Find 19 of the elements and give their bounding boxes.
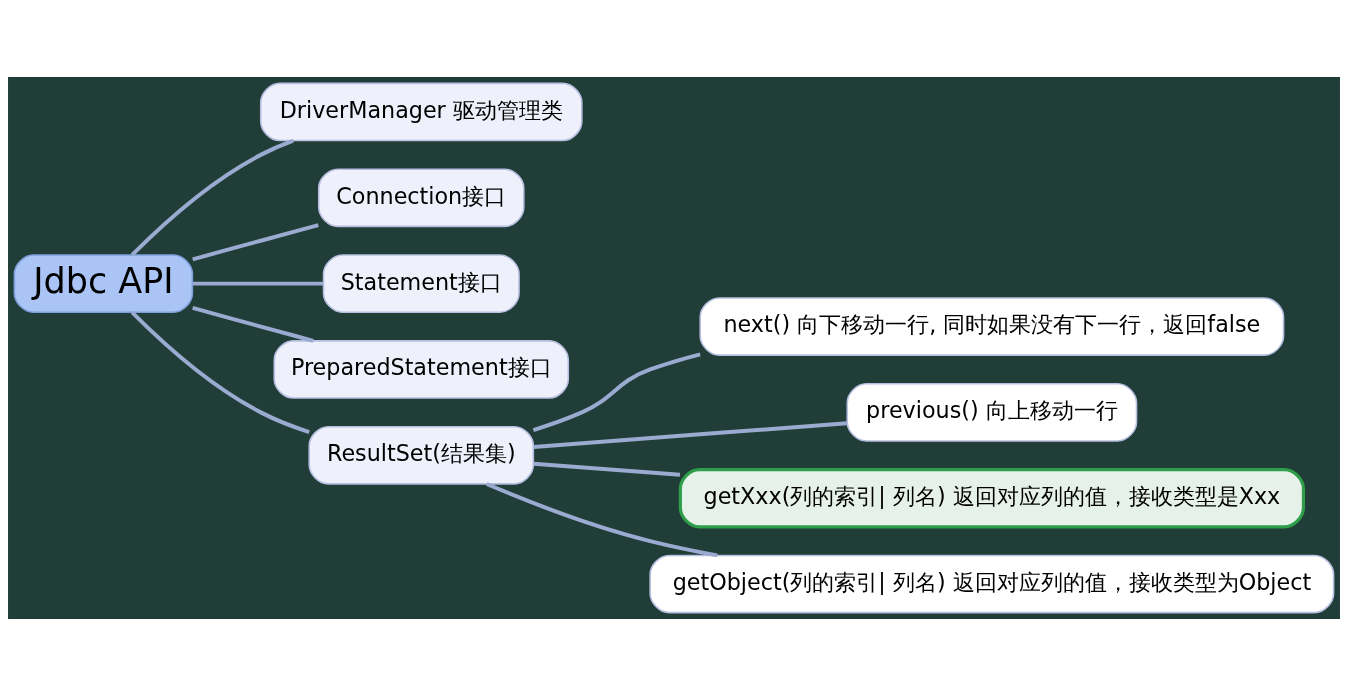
node-box: getObject(列的索引| 列名) 返回对应列的值，接收类型为Object <box>649 554 1335 614</box>
node-box: previous() 向上移动一行 <box>846 382 1138 442</box>
connector <box>130 311 310 434</box>
connector <box>533 461 681 477</box>
connector <box>192 281 324 286</box>
node-box: ResultSet(结果集) <box>308 425 535 485</box>
node-box: getXxx(列的索引| 列名) 返回对应列的值，接收类型是Xxx <box>678 468 1305 529</box>
node-box: PreparedStatement接口 <box>273 340 570 399</box>
node-box: Connection接口 <box>317 168 525 228</box>
node-box: DriverManager 驱动管理类 <box>259 82 583 142</box>
node-box: Jdbc API <box>13 254 194 314</box>
connector <box>192 223 319 262</box>
connector <box>130 138 294 257</box>
node-box: next() 向下移动一行, 同时如果没有下一行，返回false <box>699 297 1285 356</box>
node-box: Statement接口 <box>322 254 520 314</box>
connector <box>533 421 848 449</box>
connector <box>485 482 718 558</box>
connector <box>192 305 314 343</box>
connector <box>532 352 701 432</box>
